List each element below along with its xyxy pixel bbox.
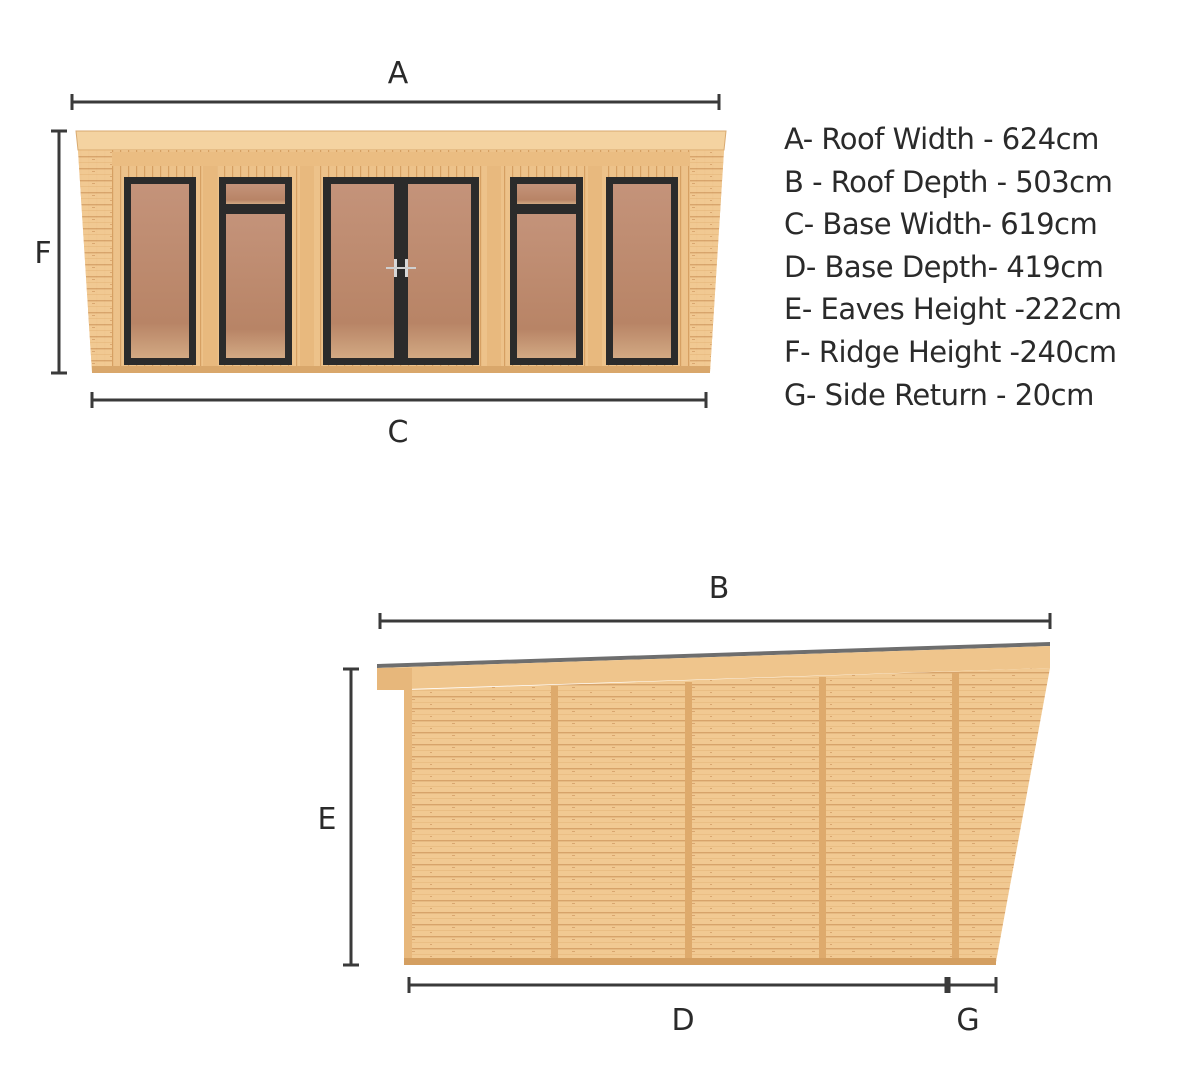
dimension-e-label: E	[318, 802, 337, 837]
dimension-spec-list: A- Roof Width - 624cm B - Roof Depth - 5…	[784, 118, 1122, 416]
dimension-g	[946, 977, 998, 993]
double-doors	[323, 177, 479, 365]
dimension-a-label: A	[388, 56, 409, 91]
side-batten	[685, 682, 692, 962]
spec-ridge-height: F- Ridge Height -240cm	[784, 334, 1117, 369]
side-roof-trim	[377, 642, 1050, 668]
side-wall	[404, 668, 1050, 962]
window-1	[124, 177, 196, 365]
dimension-e	[343, 667, 359, 967]
post	[487, 166, 501, 366]
side-batten	[819, 677, 826, 962]
spec-roof-depth: B - Roof Depth - 503cm	[784, 164, 1113, 199]
dimension-f	[51, 129, 67, 375]
front-header-board	[112, 152, 690, 166]
dimension-c	[90, 392, 708, 408]
dimension-a	[70, 94, 721, 110]
spec-side-return: G- Side Return - 20cm	[784, 377, 1094, 412]
spec-eaves-height: E- Eaves Height -222cm	[784, 292, 1122, 327]
side-base	[404, 958, 996, 965]
front-elevation	[75, 130, 727, 373]
side-return-panel	[377, 668, 412, 962]
front-roof	[75, 130, 727, 151]
side-batten	[551, 686, 558, 962]
front-right-return	[690, 150, 724, 372]
front-base	[92, 366, 710, 373]
spec-base-depth: D- Base Depth- 419cm	[784, 249, 1104, 284]
spec-base-width: C- Base Width- 619cm	[784, 207, 1098, 242]
post	[203, 166, 217, 366]
dimension-c-label: C	[388, 415, 409, 450]
side-batten	[952, 673, 959, 962]
dimension-f-label: F	[34, 236, 51, 271]
post	[300, 166, 314, 366]
window-5	[606, 177, 678, 365]
window-2	[219, 177, 292, 365]
dimension-d-label: D	[671, 1003, 694, 1038]
dimension-b-label: B	[709, 571, 730, 606]
dimension-b	[378, 613, 1052, 629]
window-4	[510, 177, 583, 365]
post	[588, 166, 602, 366]
front-left-return	[78, 150, 112, 372]
side-elevation	[377, 642, 1050, 965]
spec-roof-width: A- Roof Width - 624cm	[784, 122, 1099, 156]
dimension-d	[407, 977, 948, 993]
dimension-g-label: G	[956, 1003, 979, 1038]
side-roof-fascia	[377, 646, 1050, 690]
